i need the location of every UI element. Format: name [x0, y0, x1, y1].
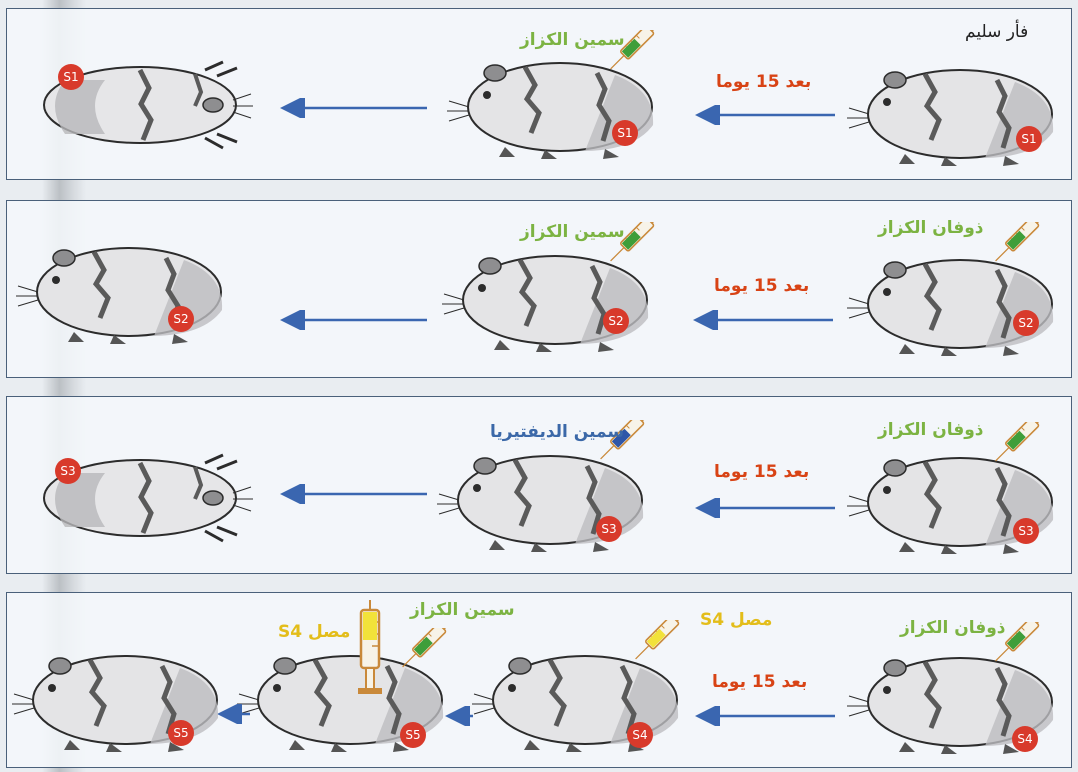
toxin-label: سمين الكزاز [520, 222, 625, 242]
badge: S4 [1012, 726, 1038, 752]
days-label: بعد 15 يوما [712, 672, 808, 692]
syringe-icon [989, 622, 1054, 668]
guinea-pig-icon [10, 648, 230, 760]
syringe-icon [396, 628, 461, 674]
badge-text: S4 [1017, 732, 1033, 746]
badge-text: S1 [617, 126, 633, 140]
guinea-pig-icon [14, 240, 234, 352]
badge: S1 [58, 64, 84, 90]
badge: S3 [55, 458, 81, 484]
syringe-icon [629, 620, 694, 666]
badge-text: S1 [63, 70, 79, 84]
badge-text: S4 [632, 728, 648, 742]
badge: S3 [596, 516, 622, 542]
syringe-icon [604, 222, 669, 268]
syringe-icon [594, 420, 659, 466]
badge: S5 [168, 720, 194, 746]
serum-label: مصل S4 [700, 610, 773, 630]
badge: S1 [612, 120, 638, 146]
toxin-label: سمين الكزاز [520, 30, 625, 50]
guinea-pig-icon [845, 62, 1065, 174]
syringe-icon [604, 30, 669, 76]
badge: S2 [1013, 310, 1039, 336]
anatoxin-label: ذوفان الكزاز [900, 618, 1006, 638]
badge: S2 [168, 306, 194, 332]
arrow-left-icon [695, 498, 835, 518]
badge-text: S3 [1018, 524, 1034, 538]
badge-text: S2 [1018, 316, 1034, 330]
badge-text: S3 [601, 522, 617, 536]
badge-text: S2 [173, 312, 189, 326]
arrow-left-icon [695, 706, 835, 726]
days-label: بعد 15 يوما [716, 72, 812, 92]
toxin-label: سمين الكزاز [410, 600, 515, 620]
badge-text: S2 [608, 314, 624, 328]
anatoxin-label: ذوفان الكزاز [878, 218, 984, 238]
days-label: بعد 15 يوما [714, 462, 810, 482]
arrow-left-icon [280, 98, 427, 118]
badge: S3 [1013, 518, 1039, 544]
syringe-icon [989, 422, 1054, 468]
badge-text: S5 [173, 726, 189, 740]
badge-text: S1 [1021, 132, 1037, 146]
badge-text: S3 [60, 464, 76, 478]
days-label: بعد 15 يوما [714, 276, 810, 296]
syringe-icon [989, 222, 1054, 268]
badge: S2 [603, 308, 629, 334]
badge-text: S5 [405, 728, 421, 742]
syringe-icon [356, 600, 384, 696]
arrow-left-icon [280, 310, 427, 330]
badge: S4 [627, 722, 653, 748]
badge: S1 [1016, 126, 1042, 152]
healthy-mouse-label: فأر سليم [965, 22, 1029, 42]
arrow-left-icon [695, 105, 835, 125]
arrow-left-icon [693, 310, 833, 330]
serum-label: مصل S4 [278, 622, 351, 642]
badge: S5 [400, 722, 426, 748]
arrow-left-icon [217, 704, 250, 724]
arrow-left-icon [280, 484, 427, 504]
arrow-left-icon [445, 706, 473, 726]
anatoxin-label: ذوفان الكزاز [878, 420, 984, 440]
toxin-label: سمين الديفتيريا [490, 422, 625, 442]
